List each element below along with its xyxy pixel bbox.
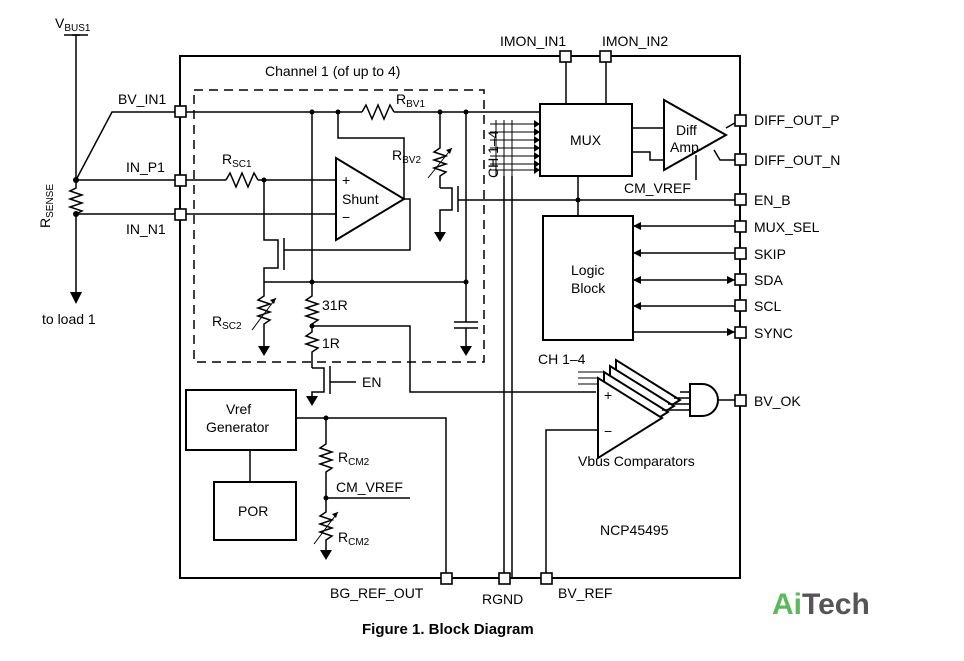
rbv2-label: RBV2 xyxy=(392,147,421,166)
mux-block xyxy=(539,103,633,177)
pin-mux-sel xyxy=(734,220,747,233)
diff-out-p-label: DIFF_OUT_P xyxy=(754,112,840,128)
bv-ok-label: BV_OK xyxy=(754,393,801,409)
channel-label: Channel 1 (of up to 4) xyxy=(265,63,400,79)
sync-label: SYNC xyxy=(754,325,793,341)
aitech-logo: AiTech xyxy=(772,588,870,621)
shunt-minus: − xyxy=(342,209,350,225)
channel-box xyxy=(193,89,485,363)
logic-label-1: Logic xyxy=(571,262,604,278)
pin-sda xyxy=(734,273,747,286)
shunt-label: Shunt xyxy=(342,191,379,207)
vbus-label: VBUS1 xyxy=(55,15,91,34)
mux-sel-label: MUX_SEL xyxy=(754,219,820,235)
bv-mosfet xyxy=(439,187,453,232)
rbv1-resistor xyxy=(361,103,395,121)
comparator-minus: − xyxy=(604,423,612,439)
pin-imon-in1 xyxy=(559,50,572,63)
diff-label-2: Amp xyxy=(670,139,699,155)
pin-en-b xyxy=(734,193,747,206)
vbus-comp-label: Vbus Comparators xyxy=(578,453,695,469)
scl-label: SCL xyxy=(754,298,781,314)
pin-sync xyxy=(734,326,747,339)
bv-in1-label: BV_IN1 xyxy=(118,91,166,107)
en-label: EN xyxy=(362,374,381,390)
part-number: NCP45495 xyxy=(600,522,669,538)
logic-label-2: Block xyxy=(571,280,606,296)
vref-label-1: Vref xyxy=(226,401,251,417)
vref-label-2: Generator xyxy=(206,419,269,435)
pin-diff-out-n xyxy=(734,153,747,166)
por-label: POR xyxy=(238,503,268,519)
comparator-plus: + xyxy=(604,387,612,403)
divider-resistors xyxy=(303,282,321,368)
pin-imon-in2 xyxy=(599,50,612,63)
sda-label: SDA xyxy=(754,272,783,288)
por-block xyxy=(213,481,297,541)
figure-caption: Figure 1. Block Diagram xyxy=(362,621,534,638)
pin-bv-ok xyxy=(734,394,747,407)
rsense-label: RSENSE xyxy=(37,184,56,228)
en-b-label: EN_B xyxy=(754,192,791,208)
bv-ref-label: BV_REF xyxy=(558,585,612,601)
en-mosfet xyxy=(311,367,325,396)
pin-scl xyxy=(734,299,747,312)
logic-block xyxy=(542,215,634,341)
rsc2-resistor xyxy=(255,282,273,346)
in-n1-label: IN_N1 xyxy=(126,221,166,237)
pin-in-p1 xyxy=(174,174,187,187)
vref-generator xyxy=(185,389,297,451)
rsc1-resistor xyxy=(225,171,259,189)
rcm2-upper-resistor xyxy=(317,418,335,498)
shunt-amplifier xyxy=(335,156,406,242)
imon-in2-label: IMON_IN2 xyxy=(602,33,668,49)
rsc1-label: RSC1 xyxy=(222,151,252,170)
diff-out-n-label: DIFF_OUT_N xyxy=(754,152,840,168)
imon-in1-label: IMON_IN1 xyxy=(500,33,566,49)
r31-label: 31R xyxy=(322,297,348,313)
diff-label-1: Diff xyxy=(676,122,697,138)
pin-diff-out-p xyxy=(734,114,747,127)
in-p1-label: IN_P1 xyxy=(126,159,165,175)
cm-vref-diff-label: CM_VREF xyxy=(624,180,691,196)
shunt-plus: + xyxy=(342,172,350,188)
rgnd-label: RGND xyxy=(482,591,523,607)
skip-label: SKIP xyxy=(754,246,786,262)
rcm2-upper-label: RCM2 xyxy=(338,449,370,468)
pin-bv-in1 xyxy=(174,105,187,118)
pin-bv-ref xyxy=(540,572,553,585)
to-load-arrow xyxy=(70,292,82,304)
mux-label: MUX xyxy=(570,132,602,148)
pin-in-n1 xyxy=(174,208,187,221)
rbv2-resistor xyxy=(431,112,449,188)
shunt-mosfet xyxy=(263,180,279,282)
rsense-resistor xyxy=(67,180,85,292)
rsc2-label: RSC2 xyxy=(212,313,242,332)
rbv1-label: RBV1 xyxy=(396,91,425,110)
r1-label: 1R xyxy=(322,335,340,351)
pin-rgnd xyxy=(498,572,511,585)
rcm2-lower-resistor xyxy=(317,498,335,550)
and-gate xyxy=(689,383,719,417)
ch14-mux-label: CH 1–4 xyxy=(485,130,501,178)
diff-amp xyxy=(663,98,729,172)
rcm2-lower-label: RCM2 xyxy=(338,529,370,548)
rsc2-ground xyxy=(258,346,270,356)
bg-ref-out-label: BG_REF_OUT xyxy=(330,585,424,601)
vbus-comparator xyxy=(597,376,664,460)
ch14-comp-label: CH 1–4 xyxy=(538,351,586,367)
pin-bg-ref-out xyxy=(440,572,453,585)
to-load-label: to load 1 xyxy=(42,311,96,327)
pin-skip xyxy=(734,247,747,260)
cm-vref-label: CM_VREF xyxy=(336,479,403,495)
